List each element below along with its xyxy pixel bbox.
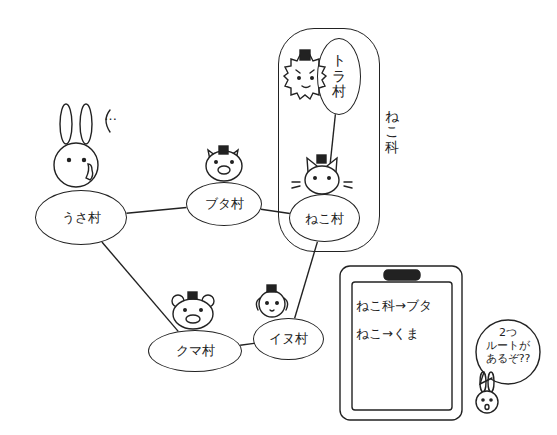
village-blob: ねこ村: [289, 194, 360, 242]
small-rabbit: [476, 320, 540, 413]
ellipsis-mark: …: [104, 108, 117, 124]
village-name: トラ村: [332, 53, 346, 99]
road-line: [126, 208, 186, 214]
road-line: [102, 242, 178, 331]
village-name: クマ村: [176, 343, 215, 359]
rabbit-figure: [54, 104, 110, 187]
village-circle: トラ村: [317, 38, 361, 115]
road-line: [261, 209, 290, 213]
village-blob: クマ村: [148, 330, 242, 372]
village-blob: うさ村: [35, 190, 127, 245]
board-note: ねこ→くま: [356, 326, 419, 342]
clipboard: [340, 266, 462, 420]
cat-figure: [292, 155, 352, 194]
village-name: うさ村: [62, 210, 101, 226]
road-line: [295, 242, 318, 318]
village-name: ねこ村: [305, 211, 344, 227]
road-line: [240, 343, 254, 345]
dog-figure: [256, 285, 287, 317]
tiger-figure: [284, 50, 326, 99]
village-name: ブタ村: [205, 196, 244, 212]
speech-text: 2つ ルートが あるぞ??: [478, 326, 538, 366]
board-note: ねこ科→ブタ: [356, 298, 432, 314]
village-blob: ブタ村: [186, 182, 262, 226]
village-blob: イヌ村: [253, 318, 324, 360]
group-region: ねこ科トラ村ねこ村: [278, 28, 380, 252]
village-name: イヌ村: [269, 331, 308, 347]
bear-figure: [172, 292, 214, 329]
group-label: ねこ科: [385, 109, 399, 155]
pig-figure: [206, 146, 242, 181]
